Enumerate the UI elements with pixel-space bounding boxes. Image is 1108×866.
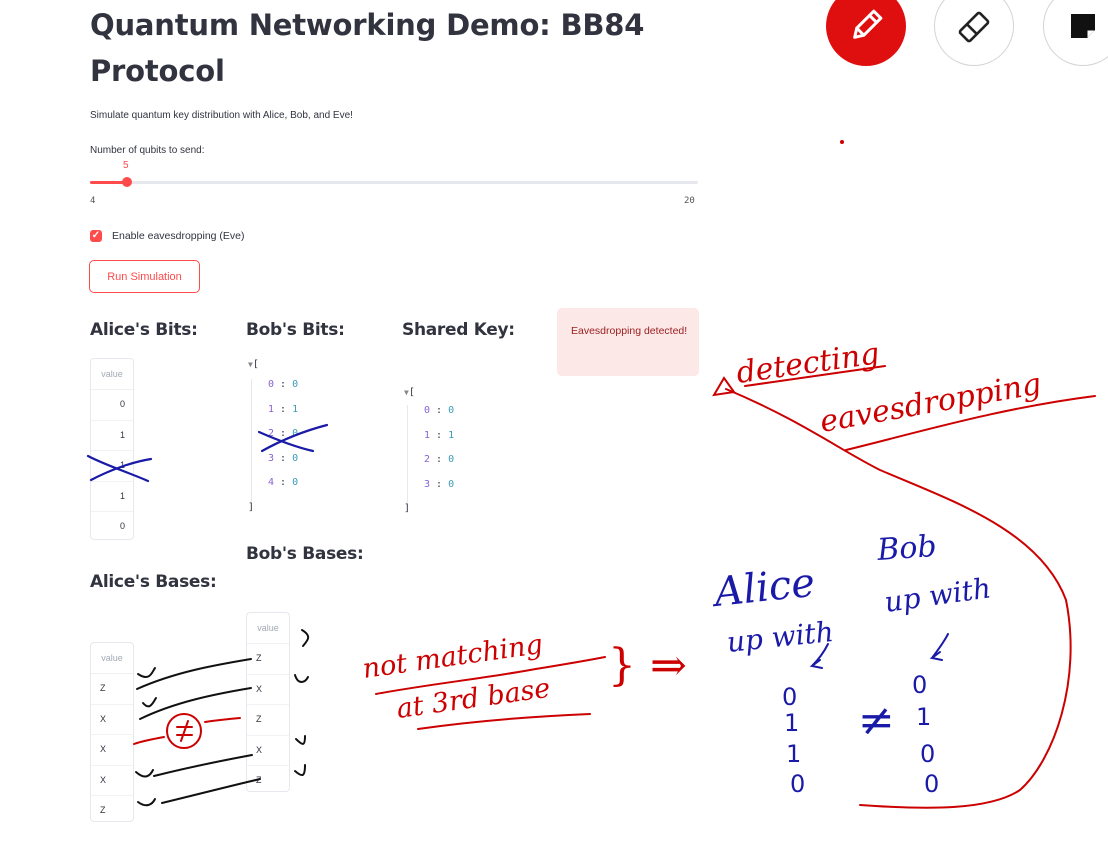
sticky-note-tool-button[interactable] (1043, 0, 1108, 66)
table-row: X (91, 735, 133, 766)
json-row: 0 : 0 (268, 379, 299, 390)
pen-tool-button[interactable] (826, 0, 906, 66)
annotation-not-matching: not matching (361, 629, 545, 685)
ink-dot (840, 140, 844, 144)
eavesdropping-checkbox[interactable]: ✓ (90, 230, 102, 242)
alice-bits-table: value 0 1 1 1 0 (90, 358, 134, 540)
json-row: 3 : 0 (268, 452, 299, 464)
table-row: Z (256, 775, 262, 786)
table-row: Z (247, 644, 289, 675)
annotation-eavesdropping: eavesdropping (817, 367, 1044, 440)
alice-bits-heading: Alice's Bits: (90, 320, 198, 340)
shared-key-heading: Shared Key: (402, 320, 515, 340)
eavesdropping-alert: Eavesdropping detected! (557, 308, 699, 376)
table-row: X (247, 736, 289, 767)
svg-text:1: 1 (916, 703, 931, 731)
table-row: 1 (91, 482, 133, 513)
annotation-bob-up-with: up with (882, 571, 993, 619)
slider-max: 20 (684, 196, 695, 206)
run-simulation-button[interactable]: Run Simulation (89, 260, 200, 293)
sticky-note-icon (1071, 14, 1095, 38)
json-row: 0 : 0 (424, 405, 455, 416)
slider-fill (90, 181, 127, 184)
svg-text:0: 0 (920, 740, 935, 768)
table-row: 0 (91, 390, 133, 421)
annotation-at-3rd-base: at 3rd base (395, 673, 553, 725)
alice-result-column: 0 1 1 0 (782, 683, 805, 798)
page-subtitle: Simulate quantum key distribution with A… (90, 110, 353, 121)
json-row: 2 : 0 (268, 428, 299, 439)
bob-bits-heading: Bob's Bits: (246, 320, 345, 340)
svg-text:0: 0 (790, 770, 805, 798)
slider-min: 4 (90, 196, 96, 206)
table-row: Z (247, 705, 289, 736)
bob-bases-heading: Bob's Bases: (246, 544, 364, 564)
bob-result-column: 0 1 0 0 (912, 671, 939, 798)
collapse-arrow-icon[interactable]: ▼ (248, 360, 253, 369)
svg-text:0: 0 (912, 671, 927, 699)
svg-text:1: 1 (786, 740, 801, 768)
json-row: 1 : 1 (424, 429, 455, 441)
slider-label: Number of qubits to send: (90, 145, 205, 156)
annotation-bob: Bob (875, 529, 938, 568)
pencil-icon (853, 9, 883, 39)
table-row: X (91, 766, 133, 797)
table-header: value (91, 643, 133, 674)
slider-value: 5 (123, 160, 129, 171)
annotation-neq: ≠ (858, 695, 895, 746)
annotation-alice-up-with: up with (725, 615, 835, 659)
svg-text:0: 0 (782, 683, 797, 711)
table-row: 1 (91, 451, 133, 482)
json-row: 2 : 0 (424, 454, 455, 465)
json-row: 1 : 1 (268, 403, 299, 415)
eavesdropping-checkbox-label[interactable]: Enable eavesdropping (Eve) (112, 230, 245, 242)
table-row: X (91, 705, 133, 736)
eraser-tool-button[interactable] (934, 0, 1014, 66)
collapse-arrow-icon[interactable]: ▼ (404, 388, 409, 397)
table-row: 0 (119, 521, 125, 532)
brace-arrow: } ⇒ (608, 640, 687, 691)
json-row: 4 : 0 (268, 477, 299, 488)
slider-thumb[interactable] (122, 177, 132, 187)
eraser-icon (958, 11, 990, 43)
annotation-detecting: detecting (734, 336, 881, 391)
table-row: X (247, 675, 289, 706)
bob-bits-json: ▼[ 0 : 0 1 : 1 2 : 0 3 : 0 4 : 0 ] (248, 359, 338, 513)
table-row: Z (91, 674, 133, 705)
table-row: Z (100, 805, 106, 816)
table-row: 1 (91, 421, 133, 452)
bob-bases-table: value Z X Z X Z (246, 612, 290, 792)
alice-bases-heading: Alice's Bases: (90, 572, 217, 592)
shared-key-json: ▼[ 0 : 0 1 : 1 2 : 0 3 : 0 ] (404, 387, 494, 514)
json-row: 3 : 0 (424, 478, 455, 490)
slider-track[interactable] (90, 181, 698, 184)
annotation-alice: Alice (708, 560, 817, 617)
page-title: Quantum Networking Demo: BB84 Protocol (90, 8, 645, 88)
mismatch-marker (133, 713, 241, 749)
alice-bases-table: value Z X X X Z (90, 642, 134, 822)
svg-text:0: 0 (924, 770, 939, 798)
svg-text:1: 1 (784, 709, 799, 737)
table-header: value (91, 359, 133, 390)
blue-ink-arrows (809, 633, 949, 669)
table-header: value (247, 613, 289, 644)
